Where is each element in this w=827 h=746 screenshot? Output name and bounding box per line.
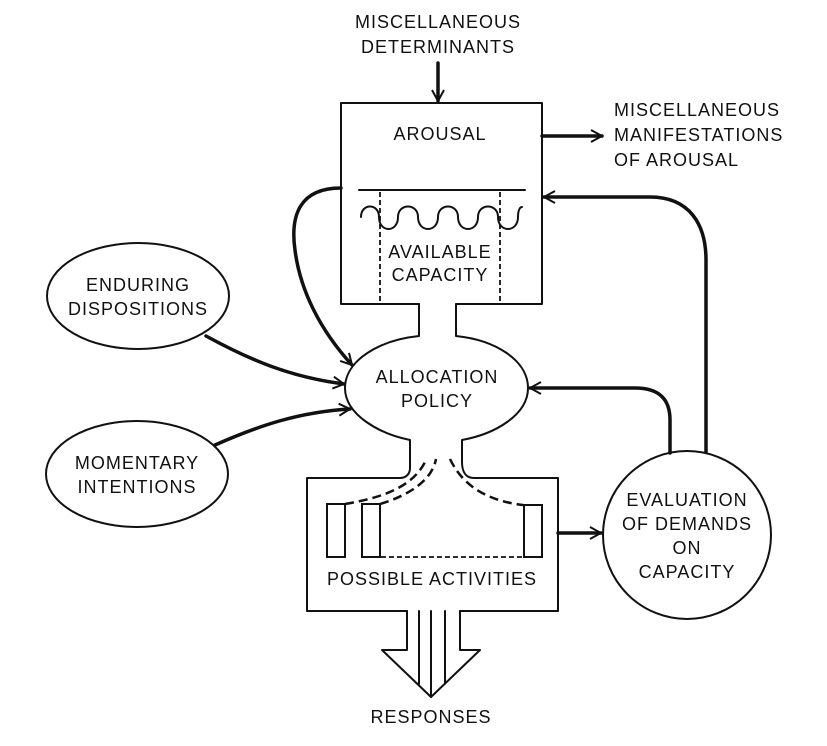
available-capacity-line-1: AVAILABLE: [388, 242, 491, 262]
dispositions-to-allocation-arrow: [204, 334, 344, 384]
enduring-dispositions-ellipse: [46, 242, 230, 350]
enduring-dispositions-line-2: DISPOSITIONS: [68, 299, 208, 319]
capacity-wave: [360, 205, 523, 230]
misc-manifestations-node: MISCELLANEOUS MANIFESTATIONS OF AROUSAL: [614, 100, 783, 170]
allocation-flow-1: [344, 461, 427, 506]
allocation-policy-line-1: ALLOCATION: [376, 367, 499, 387]
momentary-intentions-ellipse: [45, 420, 229, 528]
momentary-intentions-line-2: INTENTIONS: [77, 477, 196, 497]
evaluation-circle: [602, 450, 772, 620]
enduring-dispositions-line-1: ENDURING: [86, 275, 190, 295]
activity-slot-2: [361, 503, 381, 558]
evaluation-line-1: EVALUATION: [626, 490, 747, 510]
evaluation-to-allocation-arrow: [530, 388, 672, 455]
evaluation-line-2: OF DEMANDS: [622, 514, 752, 534]
momentary-intentions-line-1: MOMENTARY: [75, 453, 199, 473]
intentions-to-allocation-arrow: [213, 409, 350, 447]
misc-manifestations-line-3: OF AROUSAL: [614, 150, 739, 170]
arousal-to-allocation-arrow: [292, 186, 354, 367]
available-capacity-line-2: CAPACITY: [392, 265, 489, 285]
arousal-label: AROUSAL: [393, 124, 486, 144]
misc-determinants-line-2: DETERMINANTS: [361, 37, 515, 57]
misc-determinants-line-1: MISCELLANEOUS: [355, 12, 521, 32]
allocation-flow-n: [448, 458, 524, 507]
responses-label: RESPONSES: [370, 707, 491, 727]
misc-determinants-node: MISCELLANEOUS DETERMINANTS: [355, 12, 521, 57]
evaluation-line-4: CAPACITY: [639, 562, 736, 582]
allocation-policy-line-2: POLICY: [401, 391, 473, 411]
evaluation-line-3: ON: [673, 538, 702, 558]
arousal-box: [340, 102, 543, 305]
activity-slot-1: [326, 503, 346, 558]
misc-manifestations-line-1: MISCELLANEOUS: [614, 100, 780, 120]
activity-slot-n: [523, 504, 543, 558]
possible-activities-label: POSSIBLE ACTIVITIES: [327, 569, 537, 589]
misc-manifestations-line-2: MANIFESTATIONS: [614, 125, 783, 145]
possible-activities-box: [306, 461, 559, 612]
evaluation-to-arousal-arrow: [544, 197, 708, 454]
allocation-flow-2: [379, 458, 438, 506]
